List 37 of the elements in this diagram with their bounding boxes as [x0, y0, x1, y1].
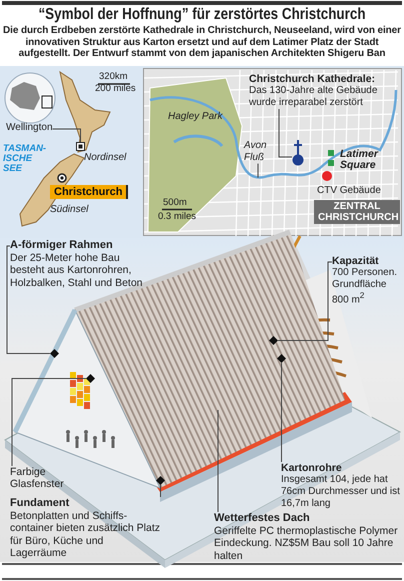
- leader-line: [52, 128, 81, 142]
- map-label: Nordinsel: [84, 153, 126, 164]
- leader-line: [278, 108, 292, 158]
- place-label: Farbige Glasfenster: [10, 466, 65, 491]
- map-label: Latimer Square: [340, 149, 380, 172]
- district-tag: ZENTRAL CHRISTCHURCH: [314, 200, 400, 224]
- callout-text: 700 Personen. Grundfläche 800 m$^{2}$: [332, 267, 398, 306]
- callout-text: Geriffelte PC thermoplastische Polymer Eindeckung. NZ$5M Bau soll 10 Jahre halten: [214, 524, 399, 562]
- intro-text: Die durch Erdbeben zerstörte Kathedrale in Christchurch, Neuseeland, wird von einer innovativen Struktur aus Karton ersetzt und auf dem Latimer Platz der Stadt aufgestellt. Der Entwurf stammt von dem japanischen Architekten Shigeru Ban: [3, 25, 401, 60]
- map-label: Südinsel: [50, 205, 88, 216]
- callout-heading: Kartonrohre: [281, 462, 343, 474]
- map-label: TASMAN- ISCHE SEE: [3, 144, 48, 174]
- map-label: 320km: [99, 72, 128, 82]
- place-label: Wellington: [6, 122, 53, 134]
- leader-line: [6, 246, 50, 354]
- callout-heading: A-förmiger Rahmen: [10, 239, 114, 252]
- callout-text: Der 25-Meter hohe Bau besteht aus Kartonrohren, Holzbalken, Stahl und Beton: [10, 252, 144, 290]
- callout-text: Das 130-Jahre alte Gebäude wurde irreparabel zerstört: [249, 85, 378, 109]
- leader-line: [281, 362, 282, 462]
- map-label: CTV Gebäude: [317, 186, 381, 196]
- leader-line: [278, 262, 332, 341]
- callout-text: Insgesamt 104, jede hat 76cm Durchmesser und ist 16,7m lang: [281, 474, 401, 510]
- city-marker: [76, 142, 85, 151]
- leader-line: [160, 484, 161, 498]
- title: “Symbol der Hoffnung” für zerstörtes Christchurch: [37, 6, 367, 24]
- map-label: Hagley Park: [168, 112, 222, 122]
- map-label: 500m: [163, 198, 187, 208]
- map-label: 200 miles: [95, 84, 136, 94]
- callout-heading: Wetterfestes Dach: [214, 512, 311, 525]
- callout-heading: Kapazität: [332, 255, 380, 268]
- callout-heading: Christchurch Kathedrale:: [249, 73, 376, 86]
- river-label: Avon Fluß: [244, 140, 268, 164]
- callout-text: Betonplatten und Schiffs- container bieten zusätzlich Platz für Büro, Küche und Lagerräume: [10, 510, 161, 560]
- city-tag: Christchurch: [50, 185, 128, 200]
- callout-heading: Fundament: [10, 497, 70, 510]
- cathedral-icon: [292, 140, 304, 166]
- leader-line: [12, 378, 86, 466]
